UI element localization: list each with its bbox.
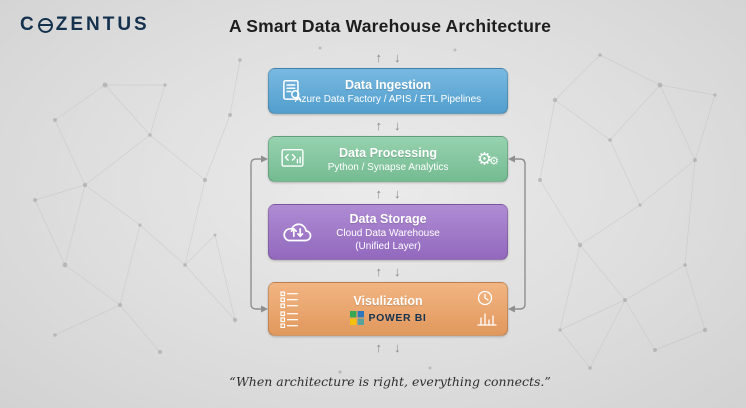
layer-subtitle-2: (Unified Layer) bbox=[355, 241, 421, 252]
code-window-icon bbox=[279, 147, 306, 171]
power-bi-grid-icon bbox=[349, 310, 364, 325]
layer-title: Visulization bbox=[353, 293, 423, 308]
gears-icon: ⚙ ⚙ bbox=[476, 149, 499, 169]
layer-title: Data Ingestion bbox=[344, 77, 432, 92]
layer-title: Data Storage bbox=[349, 212, 427, 226]
up-arrow-icon: ↑ bbox=[375, 339, 383, 355]
logo-prefix: C bbox=[20, 14, 37, 35]
flow-arrows: ↑ ↓ bbox=[376, 118, 401, 132]
down-arrow-icon: ↓ bbox=[394, 185, 401, 201]
down-arrow-icon: ↓ bbox=[394, 49, 401, 65]
cloud-sync-icon bbox=[279, 218, 315, 246]
logo-suffix: ZENTUS bbox=[55, 14, 150, 35]
page-title: A Smart Data Warehouse Architecture bbox=[228, 16, 552, 36]
down-arrow-icon: ↓ bbox=[394, 339, 401, 355]
up-arrow-icon: ↑ bbox=[375, 117, 383, 133]
cozentus-o-mark-icon bbox=[37, 17, 53, 33]
flow-arrows: ↑ ↓ bbox=[376, 186, 401, 200]
up-arrow-icon: ↑ bbox=[375, 185, 383, 201]
layer-title: Data Processing bbox=[339, 145, 437, 160]
layer-visualization: Visulization POWER BI bbox=[268, 282, 508, 336]
layer-subtitle: Python / Synapse Analytics bbox=[327, 161, 449, 173]
down-arrow-icon: ↓ bbox=[394, 263, 401, 279]
up-arrow-icon: ↑ bbox=[375, 263, 383, 279]
power-bi-logo: POWER BI bbox=[269, 310, 507, 325]
layer-subtitle: Azure Data Factory / APIS / ETL Pipeline… bbox=[294, 93, 482, 105]
up-arrow-icon: ↑ bbox=[375, 49, 383, 65]
architecture-flow: ↑ ↓ Data Ingestion Azure Data Factory / … bbox=[268, 50, 508, 354]
power-bi-label: POWER BI bbox=[368, 311, 427, 324]
cozentus-logo: C ZENTUS bbox=[20, 14, 150, 36]
layer-data-ingestion: Data Ingestion Azure Data Factory / APIS… bbox=[268, 68, 508, 114]
layer-data-storage: Data Storage Cloud Data Warehouse (Unifi… bbox=[268, 204, 508, 260]
flow-arrows: ↑ ↓ bbox=[376, 264, 401, 278]
layer-subtitle: Cloud Data Warehouse bbox=[336, 228, 440, 239]
checklist-icon bbox=[279, 290, 301, 328]
layer-data-processing: ⚙ ⚙ Data Processing Python / Synapse Ana… bbox=[268, 136, 508, 182]
clock-and-bar-chart-icon bbox=[475, 289, 499, 329]
down-arrow-icon: ↓ bbox=[394, 117, 401, 133]
flow-arrows-top: ↑ ↓ bbox=[376, 50, 401, 64]
flow-arrows-bottom: ↑ ↓ bbox=[376, 340, 401, 354]
footer-quote: “When architecture is right, everything … bbox=[229, 374, 551, 389]
document-report-icon bbox=[279, 78, 305, 104]
